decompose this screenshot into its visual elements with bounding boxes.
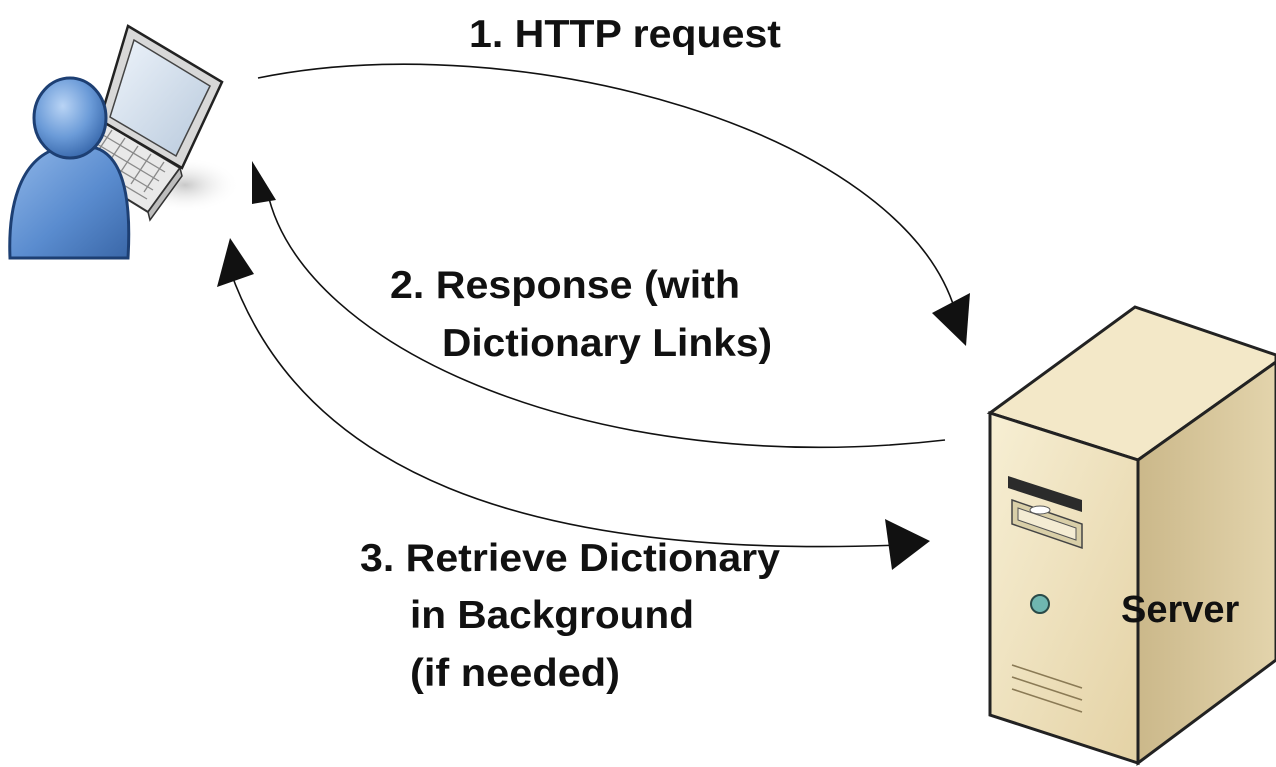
step3-label-line1: 3. Retrieve Dictionary [360,537,780,580]
power-led-icon [1030,594,1050,614]
http-request-arrow [257,63,956,311]
response-arrow [266,189,946,449]
user-with-laptop-icon [8,24,240,260]
response-arrowhead [252,161,276,204]
step1-label: 1. HTTP request [469,13,781,56]
server-tower-icon: Server [986,305,1276,766]
step3-label-line2: in Background [410,594,694,637]
step2-label-line1: 2. Response (with [390,264,740,307]
step2-label-line2: Dictionary Links) [442,322,772,365]
server-label: Server [1121,589,1240,631]
retrieve-arrowhead-end [885,519,930,570]
retrieve-arrowhead-start [217,238,254,287]
retrieve-dictionary-arrow [229,269,901,548]
step3-label-line3: (if needed) [410,652,620,695]
person-icon [8,76,131,260]
http-request-arrowhead [932,293,970,346]
drive-bay-icon [1008,476,1083,550]
vent-lines [1011,664,1083,713]
